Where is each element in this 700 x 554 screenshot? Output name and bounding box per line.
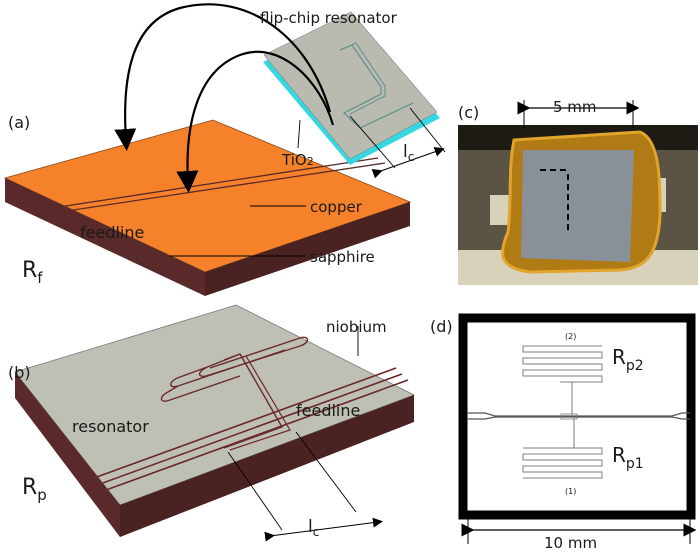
flip-chip-resonator-trace-inner bbox=[344, 42, 386, 115]
panel-c-label: (c) bbox=[458, 103, 479, 122]
panel-a-label: (a) bbox=[8, 113, 30, 132]
panel-d: (d) Rp2 Rp1 (2) (1) 10 mm bbox=[430, 313, 697, 552]
rp2-sub: p2 bbox=[626, 358, 644, 374]
lc-ext-2 bbox=[409, 107, 446, 153]
lc-sub-a: c bbox=[408, 150, 415, 164]
tio2-main: TiO bbox=[281, 151, 307, 169]
resonator-num-bottom: (1) bbox=[565, 487, 576, 496]
niobium-label: niobium bbox=[326, 318, 387, 336]
feedline-label-a: feedline bbox=[80, 223, 144, 242]
flip-arrow-1 bbox=[114, 3, 332, 151]
rp2-label: Rp2 bbox=[612, 345, 644, 374]
rf-sub: f bbox=[37, 269, 43, 287]
resonator-num-top: (2) bbox=[565, 332, 576, 341]
layout-scale-label: 10 mm bbox=[544, 534, 597, 552]
nb-feedline-1 bbox=[93, 367, 397, 479]
copper-feedline-2 bbox=[39, 162, 386, 216]
rp2-main: R bbox=[612, 345, 626, 369]
nb-feedline-3 bbox=[105, 379, 409, 491]
feedline-label-b: feedline bbox=[296, 401, 360, 420]
nb-resonator-stub bbox=[229, 355, 291, 451]
lc-main-b: l bbox=[308, 517, 313, 537]
photo-scale-label: 5 mm bbox=[553, 98, 597, 116]
lc-ext-b-1 bbox=[227, 451, 283, 531]
panel-c: (c) 5 mm bbox=[458, 98, 698, 285]
lc-dimension-line bbox=[371, 146, 445, 179]
rf-label: Rf bbox=[22, 258, 43, 287]
layout-resonator-2 bbox=[522, 345, 603, 415]
substrate-left-face bbox=[15, 372, 120, 537]
substrate-right-face bbox=[120, 395, 414, 537]
tio2-leader bbox=[297, 119, 301, 149]
layout-coupler bbox=[560, 413, 578, 420]
lc-dimension-line-b bbox=[264, 517, 383, 542]
layout-feedline-2 bbox=[467, 416, 690, 420]
rp-main: R bbox=[22, 475, 37, 500]
sapphire-label: sapphire bbox=[310, 248, 375, 266]
layout-feedline bbox=[467, 412, 690, 417]
lc-ext-b-2 bbox=[295, 431, 357, 513]
rp-sub: p bbox=[37, 486, 47, 504]
lc-sub-b: c bbox=[313, 525, 320, 539]
panel-d-label: (d) bbox=[430, 317, 453, 336]
panel-b: (b) niobium resonator feedline Rp lc bbox=[8, 304, 415, 542]
rp-label: Rp bbox=[22, 475, 47, 504]
flip-chip-top-face bbox=[263, 11, 438, 160]
sapphire-right-face bbox=[205, 202, 410, 296]
lc-label-a: lc bbox=[403, 142, 414, 164]
lc-main-a: l bbox=[403, 142, 408, 162]
copper-feedline-1 bbox=[32, 157, 379, 212]
panel-a: (a) flip-chip resonator TiO2 copper feed… bbox=[3, 3, 446, 296]
panel-b-label: (b) bbox=[8, 363, 31, 382]
resonator-label: resonator bbox=[72, 417, 149, 436]
lc-label-b: lc bbox=[308, 517, 319, 539]
layout-resonator-1 bbox=[522, 418, 603, 479]
photo-chip bbox=[521, 150, 634, 262]
tio2-sub: 2 bbox=[307, 155, 314, 168]
rp1-main: R bbox=[612, 443, 626, 467]
nb-feedline-2 bbox=[99, 373, 403, 485]
photo-resonator-dashed bbox=[540, 169, 569, 232]
tio2-label: TiO2 bbox=[281, 151, 314, 169]
rp1-label: Rp1 bbox=[612, 443, 644, 472]
nb-resonator-meander bbox=[160, 336, 309, 449]
flip-arrow-2 bbox=[176, 50, 335, 193]
rf-main: R bbox=[22, 258, 37, 283]
copper-label: copper bbox=[310, 198, 363, 216]
flip-chip-resonator-label: flip-chip resonator bbox=[260, 9, 398, 27]
rp1-sub: p1 bbox=[626, 456, 644, 472]
